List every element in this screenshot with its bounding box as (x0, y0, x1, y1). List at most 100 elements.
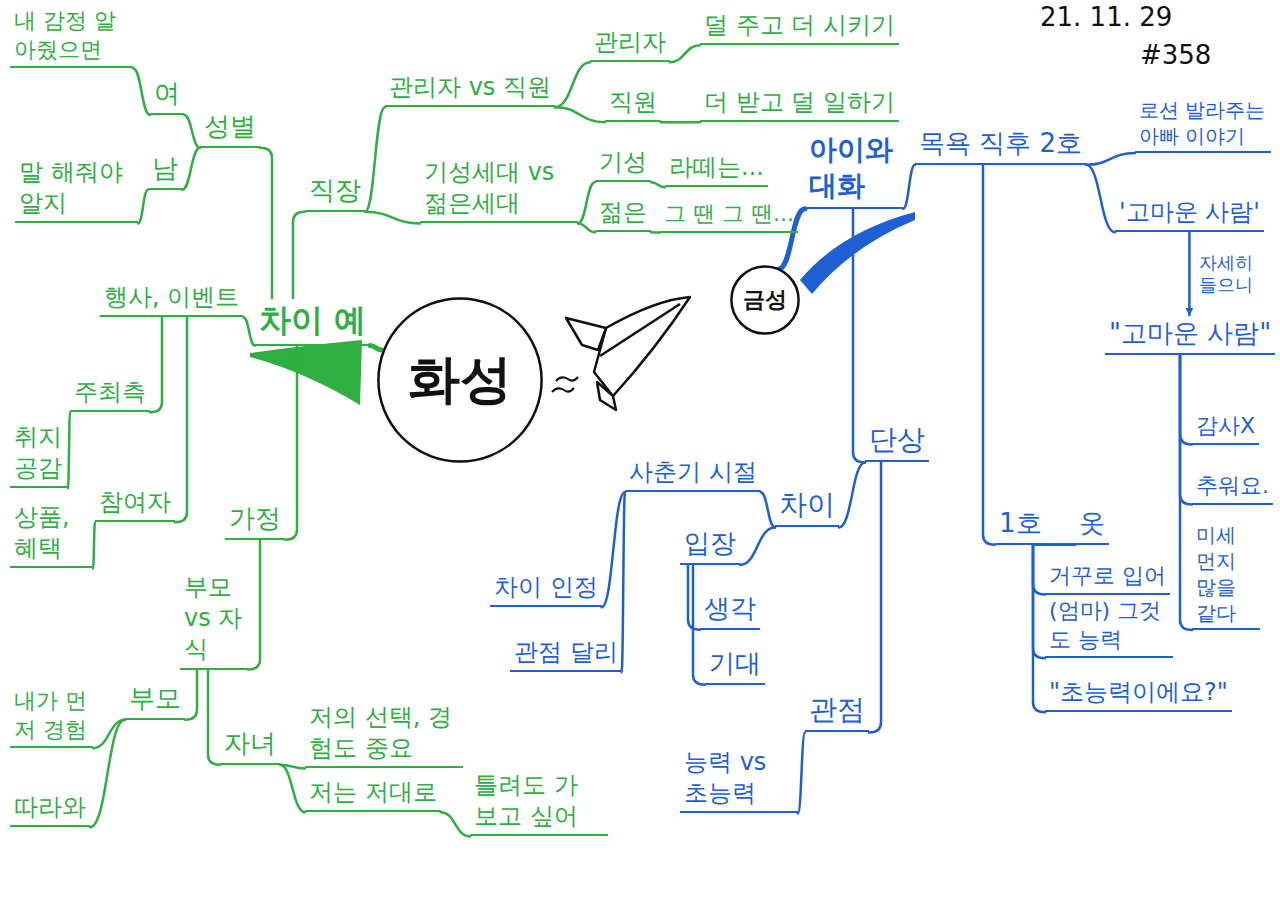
branch-line (1180, 355, 1192, 630)
branch-line (68, 412, 70, 488)
node-text: 기성 (599, 147, 647, 178)
branch-line (693, 565, 705, 685)
node-text: 추워요. (1196, 472, 1269, 501)
node-text: 가정 (229, 502, 281, 536)
node-text: 관리자 vs 직원 (389, 72, 551, 103)
node-text: 자녀 (224, 727, 276, 761)
node-text: (엄마) 그것도 능력 (1049, 597, 1169, 654)
mindmap-node: 사춘기 시절 (625, 455, 761, 492)
mindmap-node: 단상 (865, 420, 929, 462)
branch-line (365, 107, 385, 212)
node-text: 라떼는... (669, 152, 764, 183)
node-text: 참여자 (99, 487, 171, 518)
node-text: 사춘기 시절 (629, 457, 757, 488)
mindmap-node: 능력 vs 초능력 (680, 745, 798, 813)
branch-line (293, 212, 305, 298)
node-text: 입장 (684, 527, 736, 561)
planet-outline (378, 298, 541, 461)
node-text: 금성 (743, 286, 787, 315)
mindmap-node: 저는 저대로 (305, 775, 441, 812)
branch-line (133, 68, 150, 115)
node-text: 목욕 직후 2호 (919, 127, 1082, 161)
branch-line (208, 670, 220, 765)
node-text: 로션 발라주는 아빠 이야기 (1139, 97, 1267, 149)
branch-line (740, 527, 775, 564)
mindmap-node: 주최측 (70, 375, 150, 412)
node-text: 관점 달리 (514, 637, 618, 668)
node-text: 저는 저대로 (309, 777, 437, 808)
mindmap-node: 직장 (305, 172, 365, 212)
branch-line (365, 212, 420, 224)
branch-line (661, 121, 700, 124)
mindmap-node: 상품, 혜택 (10, 500, 93, 568)
branch-line (555, 107, 605, 122)
branch-line (280, 765, 305, 812)
mindmap-node: '고마운 사람' (1115, 195, 1264, 232)
node-text: 덜 주고 더 시키기 (704, 10, 895, 41)
mindmap-node: 취지 공감 (10, 420, 68, 488)
mindmap-node: 부모 vs 자식 (180, 570, 248, 670)
branch-line (578, 182, 595, 223)
mindmap-node: 그 땐 그 땐... (660, 198, 798, 233)
node-text: 저의 선택, 경험도 중요 (309, 702, 459, 764)
node-text: 성별 (204, 110, 256, 144)
node-text: 옷 (1079, 507, 1105, 541)
node-text: 차이 예 (259, 300, 366, 342)
branch-line (578, 223, 595, 232)
mindmap-node: 라떼는... (665, 150, 768, 187)
mindmap-node: 차이 인정 (490, 570, 602, 607)
mindmap-node: 덜 주고 더 시키기 (700, 8, 899, 45)
motion-line (556, 377, 578, 381)
branch-line (184, 115, 200, 148)
mindmap-node: 참여자 (95, 485, 175, 522)
mindmap-node: 차이 예 (255, 298, 370, 346)
mindmap-node: 젊은 (595, 195, 651, 232)
mindmap-node: 여 (150, 75, 184, 115)
mindmap-node: 가정 (225, 500, 285, 540)
branch-line (90, 720, 125, 827)
node-text: 화성 (408, 346, 512, 414)
rocket-fin (597, 382, 616, 410)
node-text: 거꾸로 입어 (1049, 562, 1166, 591)
mindmap-node: 관리자 (590, 25, 670, 62)
branch-line (150, 317, 162, 412)
mindmap-node: 남 (148, 150, 182, 190)
planet-circle: 화성 (375, 295, 545, 465)
planet-circle: 금성 (730, 265, 800, 335)
node-text: "고마운 사람" (1109, 317, 1271, 351)
mindmap-node: 미세 먼지 많을 같다 (1192, 520, 1260, 630)
branch-line (602, 492, 625, 607)
node-text: 차이 인정 (494, 572, 598, 603)
node-text: 미세 먼지 많을 같다 (1196, 522, 1256, 626)
branch-line (370, 346, 382, 350)
planet-outline (731, 266, 798, 333)
mindmap-node: 기성 (595, 145, 651, 182)
node-text: '고마운 사람' (1119, 197, 1260, 228)
branch-line (185, 670, 197, 720)
mindmap-node: 감사X (1192, 410, 1259, 445)
branch-line (285, 346, 297, 540)
branch-line (761, 492, 775, 527)
node-text: 더 받고 덜 일하기 (704, 87, 895, 118)
mindmap-node: 성별 (200, 108, 260, 148)
branch-line (1086, 165, 1115, 232)
mindmap-node: 더 받고 덜 일하기 (700, 85, 899, 122)
green-brush (250, 340, 362, 405)
mindmap-node: 직원 (605, 85, 661, 122)
node-text: 그 땐 그 땐... (664, 200, 794, 229)
branch-line (175, 317, 187, 522)
node-text: 능력 vs 초능력 (684, 747, 794, 809)
branch-line (93, 522, 95, 568)
branch-line (1188, 232, 1191, 315)
rocket-body (594, 297, 690, 396)
branch-line (839, 462, 865, 527)
node-text: 기대 (709, 647, 761, 681)
mindmap-node: 기대 (705, 645, 765, 685)
date-label: 21. 11. 29 (1040, 2, 1172, 32)
branch-line (670, 45, 700, 62)
node-text: 내가 먼저 경험 (14, 687, 89, 744)
mindmap-node: "고마운 사람" (1105, 315, 1275, 355)
node-text: 직원 (609, 87, 657, 118)
node-text: 차이 (779, 487, 835, 523)
rocket-line (600, 304, 680, 356)
